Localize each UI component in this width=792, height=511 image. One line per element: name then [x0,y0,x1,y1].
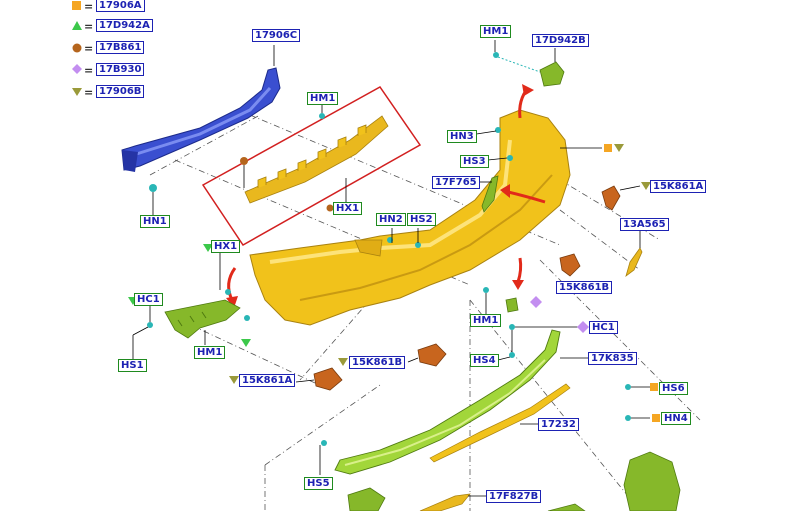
label-hs1[interactable]: HS1 [118,359,147,372]
legend-code-17906a[interactable]: 17906A [96,0,145,12]
callout-box [201,86,422,246]
label-hc1-left[interactable]: HC1 [134,293,163,306]
olive-triangle-icon [72,88,82,96]
bumper-fascia-part [249,109,571,326]
label-hs3[interactable]: HS3 [460,155,489,168]
legend-code-17b861[interactable]: 17B861 [96,41,145,54]
label-hx1-center[interactable]: HX1 [333,202,363,215]
legend-equals: = [84,0,94,13]
label-hm1-top[interactable]: HM1 [307,92,339,105]
energy-absorber-part [244,115,389,204]
label-hm1-mid[interactable]: HM1 [470,314,502,327]
label-17232[interactable]: 17232 [538,418,579,431]
brown-circle-icon [72,43,82,53]
label-hs5[interactable]: HS5 [304,477,333,490]
label-hs2[interactable]: HS2 [407,213,436,226]
label-hs6[interactable]: HS6 [659,382,688,395]
label-hm1-left[interactable]: HM1 [194,346,226,359]
label-hn2[interactable]: HN2 [376,213,406,226]
bracket-15k861a-right [601,185,621,211]
part-13a565 [625,247,643,278]
legend-symbols [72,1,82,96]
legend-equals: = [84,64,94,77]
label-hc1-right[interactable]: HC1 [589,321,618,334]
brown-circle-icon [240,157,248,165]
label-17906c[interactable]: 17906C [252,29,301,42]
label-hs4[interactable]: HS4 [470,354,499,367]
bracket-17d942b-part [539,61,565,87]
legend-equals: = [84,42,94,55]
label-hn4[interactable]: HN4 [661,412,691,425]
label-15k861b-center[interactable]: 15K861B [349,356,406,369]
label-15k861b-right[interactable]: 15K861B [556,281,613,294]
label-15k861a-right[interactable]: 15K861A [650,180,707,193]
label-17f827b[interactable]: 17F827B [486,490,542,503]
hn1-fastener-icon [149,184,157,192]
legend-equals: = [84,86,94,99]
legend-code-17b930[interactable]: 17B930 [96,63,145,76]
legend-code-17d942a[interactable]: 17D942A [96,19,153,32]
violet-diamond-icon [72,64,82,74]
square-icon [72,1,81,10]
green-triangle-icon [72,21,82,30]
label-hn1[interactable]: HN1 [140,215,170,228]
label-17k835[interactable]: 17K835 [588,352,637,365]
part-17k835-valance [334,329,561,475]
legend-equals: = [84,20,94,33]
rebar-part [121,67,281,172]
part-17f765 [481,175,499,213]
label-hx1-left[interactable]: HX1 [211,240,241,253]
legend-code-17906b[interactable]: 17906B [96,85,145,98]
label-17f765[interactable]: 17F765 [432,176,480,189]
label-15k861a-left[interactable]: 15K861A [239,374,296,387]
left-bracket-part [164,299,241,339]
label-hm1-right[interactable]: HM1 [480,25,512,38]
label-hn3[interactable]: HN3 [447,130,477,143]
label-13a565[interactable]: 13A565 [620,218,669,231]
leader-lines [149,114,701,511]
label-17d942b[interactable]: 17D942B [532,34,589,47]
part-17232-strip [429,383,571,463]
